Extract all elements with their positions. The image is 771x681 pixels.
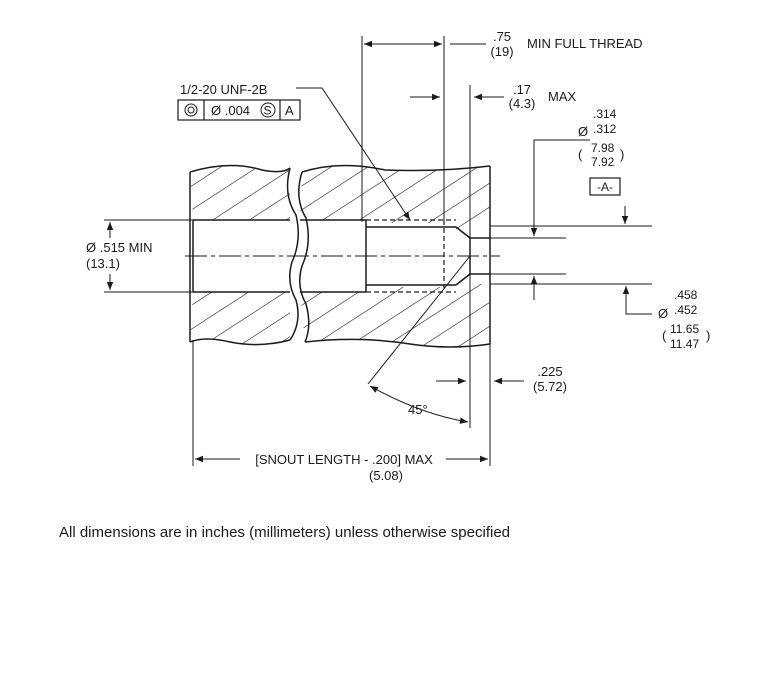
lower-right-hatched <box>300 276 490 347</box>
bore-dia-mm: (13.1) <box>86 256 120 271</box>
fcf-tolerance: Ø .004 <box>211 103 250 118</box>
pilot-dia-mm-max: 7.98 <box>591 141 615 155</box>
upper-wall-hatched <box>190 165 290 220</box>
dimension-lines <box>104 36 652 466</box>
outer-dia-mm-min: 11.47 <box>670 337 699 351</box>
counterbore-depth-mm: (4.3) <box>509 96 536 111</box>
thread-length-in: .75 <box>493 29 511 44</box>
outer-dia-mm-max: 11.65 <box>670 322 699 336</box>
outer-dia-max: .458 <box>674 288 698 302</box>
outer-dia-min: .452 <box>674 303 698 317</box>
thread-spec: 1/2-20 UNF-2B <box>180 82 267 97</box>
svg-text:(: ( <box>662 328 667 343</box>
face-depth-mm: (5.72) <box>533 379 567 394</box>
pilot-dia-mm-min: 7.92 <box>591 155 615 169</box>
snout-length-mm: (5.08) <box>369 468 403 483</box>
rfs-symbol <box>260 102 276 118</box>
datum-label: -A- <box>597 180 613 194</box>
counterbore-depth-label: MAX <box>548 89 577 104</box>
pilot-dia-min: .312 <box>593 122 617 136</box>
svg-text:S: S <box>264 104 272 118</box>
pilot-dia-max: .314 <box>593 107 617 121</box>
units-footnote: All dimensions are in inches (millimeter… <box>59 524 511 541</box>
concentricity-symbol <box>184 103 198 117</box>
fcf-datum: A <box>285 103 294 118</box>
chamfer-angle: 45° <box>408 402 428 417</box>
svg-text:): ) <box>620 147 624 162</box>
counterbore-depth-in: .17 <box>513 82 531 97</box>
part-section <box>185 164 500 348</box>
lower-wall-hatched <box>190 292 290 345</box>
upper-right-hatched <box>300 165 490 234</box>
pilot-dia-symbol: Ø <box>578 124 588 139</box>
face-depth-in: .225 <box>537 364 562 379</box>
svg-text:(: ( <box>578 147 583 162</box>
snout-length: [SNOUT LENGTH - .200] MAX <box>255 452 433 467</box>
bore-dia: Ø .515 MIN <box>86 240 152 255</box>
datum-a-box: -A- <box>589 177 621 196</box>
outer-dia-symbol: Ø <box>658 306 668 321</box>
svg-text:): ) <box>706 328 710 343</box>
feature-control-frame: Ø .004 S A <box>177 99 301 121</box>
technical-drawing: Ø .004 S A -A- .75 (19) MIN FULL THREAD … <box>86 29 710 483</box>
thread-length-label: MIN FULL THREAD <box>527 36 643 51</box>
thread-length-mm: (19) <box>490 44 513 59</box>
